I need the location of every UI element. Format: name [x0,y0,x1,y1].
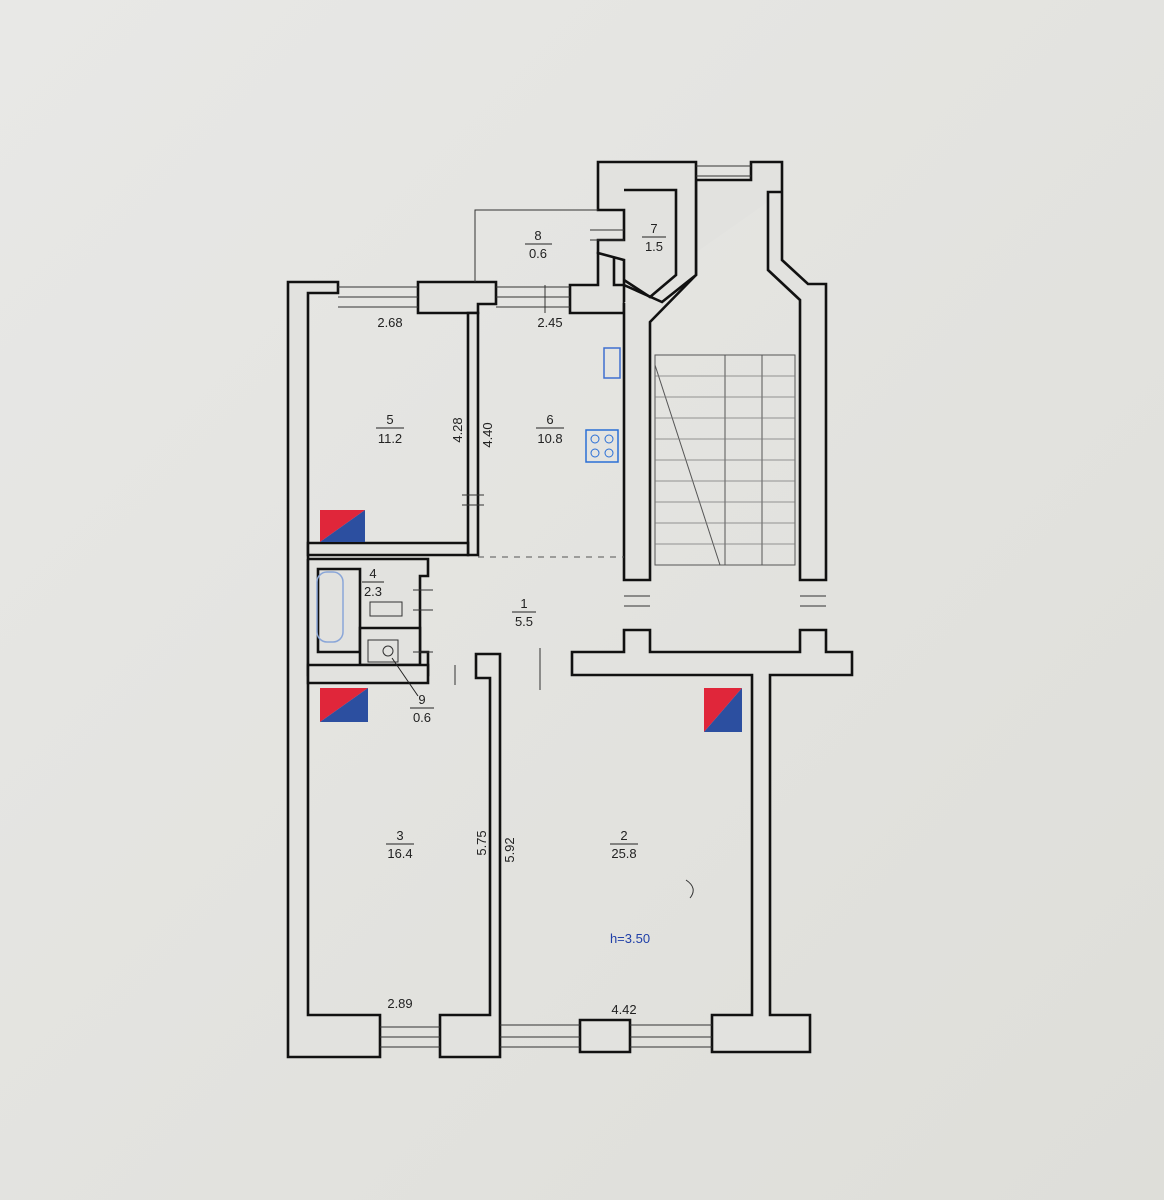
dim-room6-depth: 4.40 [480,422,495,447]
wall-5-bottom [306,541,470,557]
dim-room2-width: 4.42 [611,1002,636,1017]
wall-6-stairs [622,160,828,582]
room-labels: 8 0.6 7 1.5 5 11.2 6 10.8 4 2.3 1 5.5 9 … [362,221,666,861]
dim-room5-depth: 4.28 [450,417,465,442]
ceiling-height: h=3.50 [610,931,650,946]
toilet-icon [367,639,399,663]
wall-bottom-pillar [578,1018,632,1054]
wall-5-6 [466,311,480,557]
dimension-labels: 2.68 2.45 4.28 4.40 5.75 5.92 2.89 4.42 … [377,315,650,1017]
toilet-bowl [382,645,394,657]
room-6-number: 6 [546,412,553,427]
dim-room2-depth: 5.92 [502,837,517,862]
heater-icon [320,688,368,722]
dim-room5-width: 2.68 [377,315,402,330]
room-3-number: 3 [396,828,403,843]
heater-icon [704,688,742,732]
room-9-number: 9 [418,692,425,707]
room-7-number: 7 [650,221,657,236]
fixtures [316,347,621,663]
room-8-number: 8 [534,228,541,243]
room-2-number: 2 [620,828,627,843]
dim-room3-depth: 5.75 [474,830,489,855]
heater-icon [320,510,365,542]
wall-room-7 [623,188,678,299]
dim-room3-width: 2.89 [387,996,412,1011]
room-4-number: 4 [369,566,376,581]
room-9-area: 0.6 [413,710,431,725]
wall-3-2 [438,652,502,1059]
dim-room6-width: 2.45 [537,315,562,330]
room-5-area: 11.2 [378,431,402,446]
wall-top-b [568,251,626,315]
wall-top-a [416,280,498,315]
stair-shaft-left [596,160,698,304]
room-1-area: 5.5 [515,614,533,629]
room-6-area: 10.8 [537,431,562,446]
wall-corridor-right [570,628,854,1054]
stove-icon [585,429,619,463]
wall-mid-left [306,663,430,685]
room-3-area: 16.4 [387,846,412,861]
room-7-area: 1.5 [645,239,663,254]
washbasin-icon [369,601,403,617]
room-5-number: 5 [386,412,393,427]
sink-icon [603,347,621,379]
pencil-mark [685,879,694,899]
bathtub-icon [316,571,344,643]
stair-steps [655,375,795,545]
room-4-area: 2.3 [364,584,382,599]
room-2-area: 25.8 [611,846,636,861]
room-1-number: 1 [520,596,527,611]
windows [338,165,826,1048]
room-8-area: 0.6 [529,246,547,261]
